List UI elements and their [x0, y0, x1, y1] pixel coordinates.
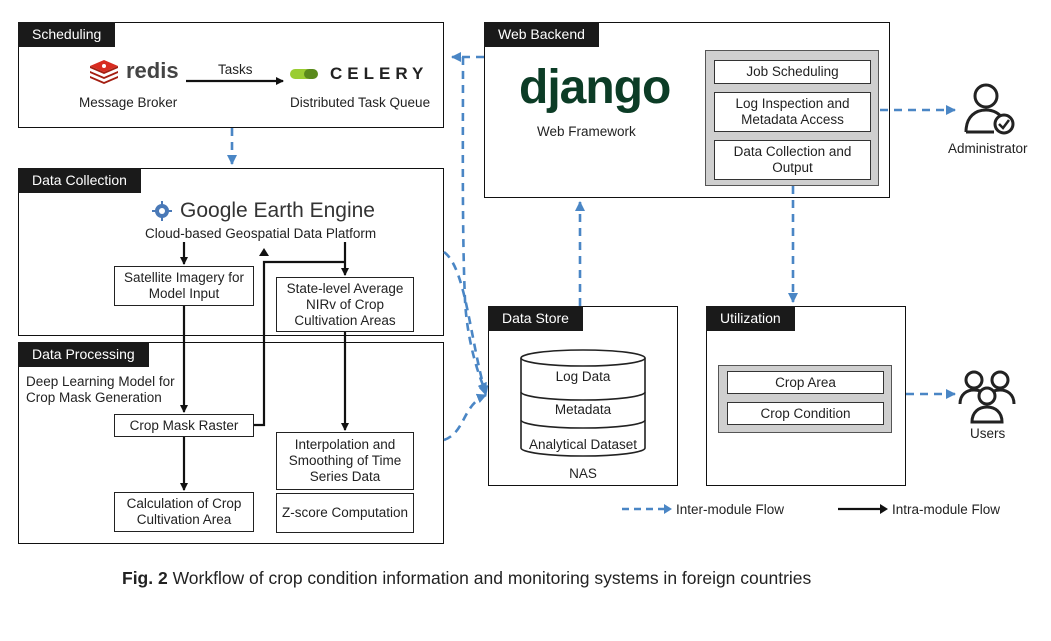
redis-icon — [90, 60, 118, 84]
crop-mask-raster-box: Crop Mask Raster — [114, 414, 254, 437]
gear-icon — [152, 201, 172, 221]
intra-module-legend-line — [838, 504, 888, 514]
gee-logo: Google Earth Engine — [152, 199, 375, 223]
figure-caption: Fig. 2 Workflow of crop condition inform… — [122, 568, 811, 589]
utilization-tab: Utilization — [706, 306, 795, 331]
users-icon — [958, 370, 1016, 424]
intra-module-legend-label: Intra-module Flow — [892, 502, 1001, 517]
deep-learning-label: Deep Learning Model for Crop Mask Genera… — [26, 374, 175, 405]
redis-caption: Message Broker — [79, 95, 178, 110]
log-data-layer: Log Data — [555, 369, 611, 384]
inter-module-legend-line — [622, 504, 672, 514]
crop-condition-item: Crop Condition — [727, 402, 884, 425]
redis-logo: redis — [88, 58, 179, 84]
gee-wordmark: Google Earth Engine — [180, 199, 375, 222]
data-collection-tab: Data Collection — [18, 168, 141, 193]
log-inspection-item: Log Inspection and Metadata Access — [714, 92, 871, 132]
users-label: Users — [970, 426, 1006, 441]
inter-module-legend-label: Inter-module Flow — [676, 502, 785, 517]
figure-number: Fig. 2 — [122, 568, 168, 588]
interpolation-box: Interpolation and Smoothing of Time Seri… — [276, 432, 414, 490]
celery-wordmark: CELERY — [330, 64, 429, 83]
processing-to-datastore-flow — [443, 393, 487, 442]
backend-to-datastore-flow — [461, 56, 488, 393]
administrator-icon — [964, 83, 1015, 135]
administrator-label: Administrator — [948, 141, 1028, 156]
scheduling-tab: Scheduling — [18, 22, 116, 47]
django-caption: Web Framework — [537, 124, 636, 139]
data-processing-tab: Data Processing — [18, 342, 149, 367]
calculation-area-box: Calculation of Crop Cultivation Area — [114, 492, 254, 532]
metadata-layer: Metadata — [554, 402, 612, 417]
database-cylinder — [520, 349, 646, 457]
web-backend-tab: Web Backend — [484, 22, 599, 47]
django-logo: django — [519, 61, 671, 114]
figure-caption-text: Workflow of crop condition information a… — [167, 568, 812, 588]
redis-wordmark: redis — [126, 58, 179, 83]
job-scheduling-item: Job Scheduling — [714, 60, 871, 84]
crop-area-item: Crop Area — [727, 371, 884, 394]
celery-icon — [290, 69, 318, 79]
nas-label: NAS — [569, 466, 597, 481]
celery-logo: CELERY — [290, 64, 428, 84]
scheduling-module: Scheduling — [18, 22, 444, 128]
satellite-imagery-box: Satellite Imagery for Model Input — [114, 266, 254, 306]
gee-caption: Cloud-based Geospatial Data Platform — [145, 226, 377, 241]
state-nirv-box: State-level Average NIRv of Crop Cultiva… — [276, 277, 414, 332]
celery-caption: Distributed Task Queue — [290, 95, 431, 110]
analytical-dataset-layer: Analytical Dataset — [528, 437, 638, 452]
tasks-label: Tasks — [218, 62, 253, 77]
data-collection-output-item: Data Collection and Output — [714, 140, 871, 180]
data-store-tab: Data Store — [488, 306, 583, 331]
collection-to-datastore-flow — [443, 250, 489, 396]
zscore-box: Z-score Computation — [276, 493, 414, 533]
